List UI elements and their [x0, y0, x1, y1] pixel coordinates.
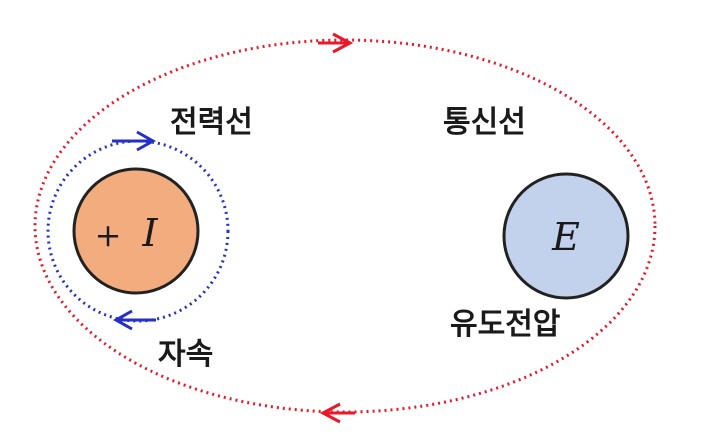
magnetic-flux-label: 자속 [158, 337, 213, 372]
outer-loop-arrow-top [318, 32, 354, 54]
induced-voltage-label: 유도전압 [450, 307, 561, 342]
voltage-symbol: E [551, 215, 580, 259]
comm-line-conductor [502, 172, 630, 300]
power-line-conductor [72, 167, 200, 295]
current-plus-sign: + [95, 216, 122, 254]
comm-line-label: 통신선 [443, 105, 526, 140]
inner-flux-loop [46, 139, 230, 323]
outer-loop-arrow-bottom [319, 402, 355, 424]
inner-loop-arrow-bottom [112, 309, 156, 331]
outer-flux-loop [33, 38, 657, 414]
current-symbol: I [141, 211, 158, 255]
power-line-label: 전력선 [170, 105, 253, 140]
inner-loop-arrow-top [112, 130, 157, 152]
